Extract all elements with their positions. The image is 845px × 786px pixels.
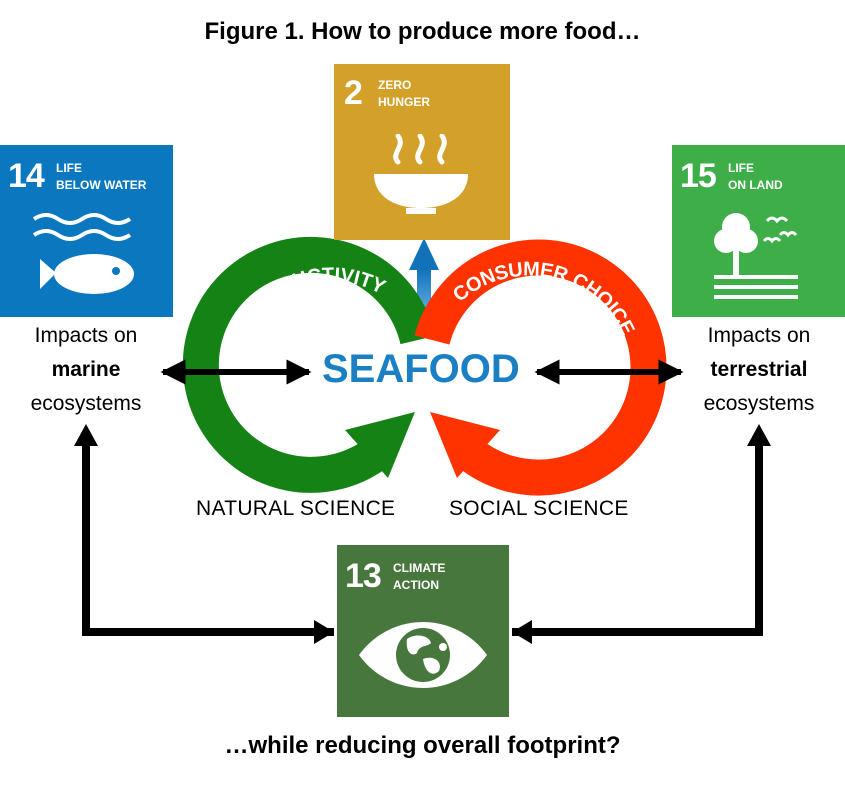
sdg-label-line2: ACTION	[393, 578, 439, 592]
productivity-loop	[182, 236, 436, 493]
figure-title: Figure 1. How to produce more food…	[204, 18, 641, 45]
marine-impacts-line1: Impacts on	[34, 324, 138, 347]
terrestrial-impacts-line2: terrestrial	[710, 358, 808, 381]
sdg-label-line1: LIFE	[56, 161, 82, 175]
sdg-number: 14	[8, 157, 45, 195]
marine-impacts-text: Impacts on marine ecosystems	[0, 319, 172, 421]
marine-impacts-line3: ecosystems	[30, 392, 142, 415]
climate-to-marine-arrow	[74, 424, 334, 644]
sdg-label-line2: ON LAND	[728, 178, 783, 192]
natural-science-label: NATURAL SCIENCE	[196, 497, 396, 520]
consumer-choice-loop	[414, 239, 667, 496]
social-science-label: SOCIAL SCIENCE	[449, 497, 629, 520]
footprint-question: …while reducing overall footprint?	[224, 732, 621, 759]
fish-waves-icon	[32, 213, 134, 294]
sdg-tile-life-on-land: 15 LIFE ON LAND	[672, 145, 845, 317]
terrestrial-impacts-text: Impacts on terrestrial ecosystems	[673, 319, 845, 421]
sdg-label-line2: BELOW WATER	[56, 178, 147, 192]
terrestrial-impacts-line1: Impacts on	[707, 324, 811, 347]
sdg-number: 15	[680, 157, 717, 195]
sdg-tile-life-below-water: 14 LIFE BELOW WATER	[0, 145, 173, 317]
climate-to-terrestrial-arrow	[512, 424, 771, 644]
sdg-tile-zero-hunger: 2 ZERO HUNGER	[334, 64, 510, 240]
sdg-label-line1: CLIMATE	[393, 561, 446, 575]
sdg-label-line2: HUNGER	[378, 95, 431, 109]
marine-impacts-line2: marine	[51, 358, 121, 381]
sdg-label-line1: LIFE	[728, 161, 754, 175]
sdg-tile-climate-action: 13 CLIMATE ACTION	[337, 545, 509, 717]
sdg-label-line1: ZERO	[378, 78, 412, 92]
sdg-number: 2	[344, 74, 363, 112]
sdg-number: 13	[345, 557, 382, 595]
eye-globe-icon	[359, 622, 487, 688]
terrestrial-impacts-line3: ecosystems	[703, 392, 815, 415]
seafood-label: SEAFOOD	[322, 347, 520, 391]
tree-birds-icon	[714, 213, 798, 299]
soup-bowl-icon	[374, 134, 468, 214]
